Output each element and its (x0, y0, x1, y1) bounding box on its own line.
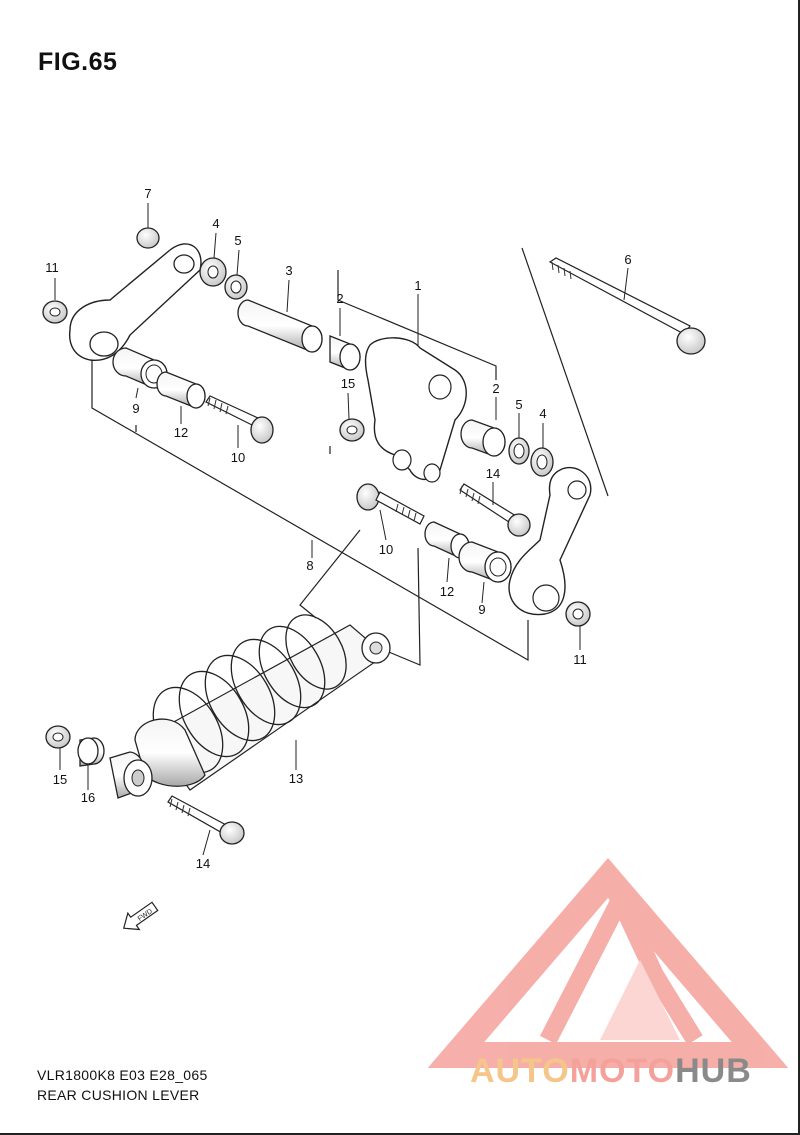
callout-14-lower: 14 (196, 856, 210, 871)
callout-5-upper: 5 (234, 233, 241, 248)
callout-2-right: 2 (492, 381, 499, 396)
callout-2-upper: 2 (336, 291, 343, 306)
cushion-lever-part-1 (364, 337, 467, 483)
callout-4-upper: 4 (212, 216, 219, 231)
callout-13: 13 (289, 771, 303, 786)
callout-8: 8 (306, 558, 313, 573)
nut-part-7 (136, 227, 160, 249)
bolt-part-10-right (356, 483, 425, 525)
fwd-label: FWD (137, 908, 154, 923)
callout-7: 7 (144, 186, 151, 201)
callout-14-middle: 14 (486, 466, 500, 481)
callout-15-middle: 15 (341, 376, 355, 391)
watermark-part-moto: MOTO (569, 1052, 676, 1090)
callout-15-lower: 15 (53, 772, 67, 787)
watermark-part-auto: AUTO (470, 1052, 570, 1090)
fwd-direction-arrow: FWD (122, 901, 159, 931)
figure-name: REAR CUSHION LEVER (37, 1087, 200, 1103)
bolt-part-14-middle (459, 483, 531, 537)
washer-part-4-upper (199, 257, 227, 287)
callout-9-left: 9 (132, 401, 139, 416)
callout-16: 16 (81, 790, 95, 805)
callout-11-right: 11 (573, 652, 587, 667)
callout-3: 3 (285, 263, 292, 278)
callout-10-right: 10 (379, 542, 393, 557)
seal-part-5-right (508, 437, 530, 465)
leader-lines (54, 203, 629, 856)
callout-6: 6 (624, 252, 631, 267)
watermark-part-hub: HUB (675, 1052, 752, 1090)
watermark-text: AUTOMOTOHUB (470, 1052, 752, 1091)
spacer-part-3 (237, 299, 323, 353)
long-bolt-part-6 (548, 257, 706, 355)
nut-part-11-upper (42, 300, 68, 324)
cushion-rod-left-part-8 (68, 243, 202, 362)
bolt-part-14-lower (167, 795, 245, 845)
callout-4-right: 4 (539, 406, 546, 421)
nut-part-11-right (565, 601, 591, 627)
figure-title: FIG.65 (38, 48, 118, 76)
collar-part-16 (77, 737, 105, 767)
callout-10-left: 10 (231, 450, 245, 465)
seal-part-5-upper (224, 274, 248, 300)
watermark-logo (427, 858, 789, 1068)
bearing-part-9-right (458, 541, 512, 583)
nut-part-15-lower (45, 725, 71, 749)
cushion-rod-right-part-8 (508, 467, 592, 616)
callout-1: 1 (414, 278, 421, 293)
callout-11-upper: 11 (45, 260, 59, 275)
callout-labels: 7 11 4 5 3 2 1 6 15 2 5 4 9 12 10 14 10 … (45, 186, 631, 871)
callout-9-right: 9 (478, 602, 485, 617)
callout-5-right: 5 (515, 397, 522, 412)
washer-part-4-right (530, 447, 554, 477)
bearing-part-2-right (460, 419, 506, 457)
rear-shock-absorber-part-13 (109, 614, 391, 799)
spacer-part-12-left (156, 371, 206, 409)
nut-part-15-middle (339, 418, 365, 442)
figure-code: VLR1800K8 E03 E28_065 (37, 1067, 208, 1083)
bolt-part-10-left (205, 395, 274, 444)
guide-lines (91, 247, 609, 666)
callout-12-right: 12 (440, 584, 454, 599)
bearing-part-2-upper (329, 335, 361, 371)
callout-12-left: 12 (174, 425, 188, 440)
